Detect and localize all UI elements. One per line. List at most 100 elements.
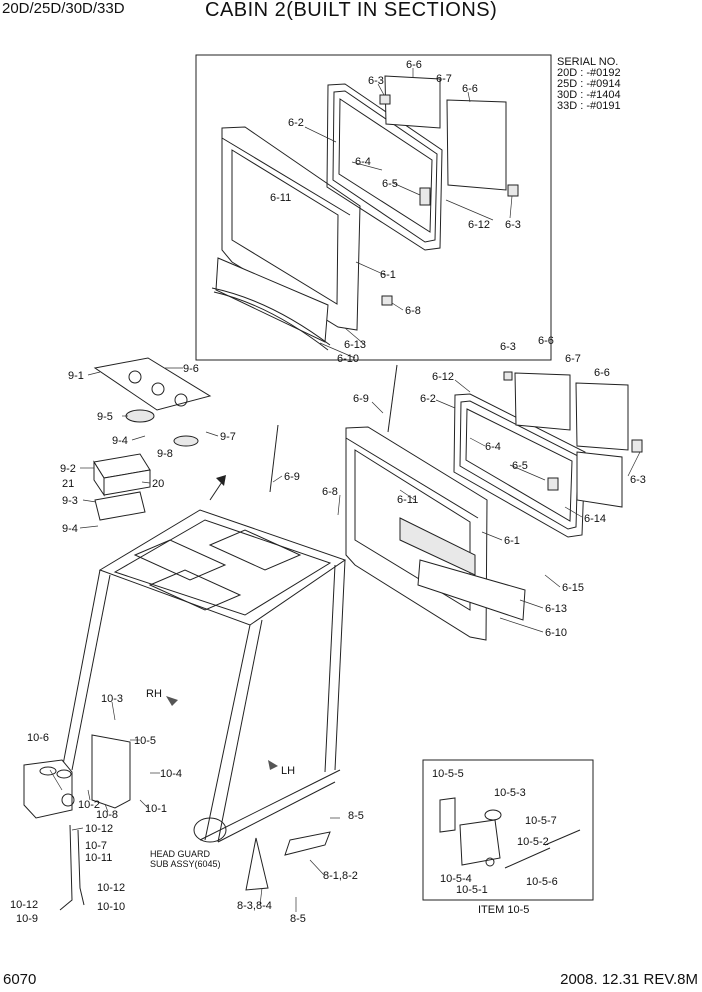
direction-lh: LH [281,765,295,777]
callout-10-7: 10-7 [85,840,107,852]
callout-6-2: 6-2 [288,117,304,129]
right-glass-panes [503,371,643,508]
serial-heading: SERIAL NO. [557,56,619,68]
serial-line: 33D : -#0191 [557,100,621,112]
direction-rh: RH [146,688,162,700]
callout-10-5-5: 10-5-5 [432,768,464,780]
callout-8-3-8-4: 8-3,8-4 [237,900,272,912]
revision-date: 2008. 12.31 REV.8M [560,971,698,988]
callout-6-3: 6-3 [505,219,521,231]
callout-9-4: 9-4 [112,435,128,447]
item-10-5-parts [439,797,581,869]
speaker-9-5 [125,409,199,447]
callout-8-5: 8-5 [348,810,364,822]
callout-10-5-3: 10-5-3 [494,787,526,799]
callout-10-5-1: 10-5-1 [456,884,488,896]
callout-6-7: 6-7 [565,353,581,365]
bracket-10-5 [91,734,131,809]
callout-6-3: 6-3 [630,474,646,486]
callout-10-12: 10-12 [10,899,38,911]
item-10-5-box [422,759,594,901]
callout-6-12: 6-12 [432,371,454,383]
serial-number-block: SERIAL NO. 20D : -#0192 25D : -#0914 30D… [557,57,621,112]
model-list: 20D/25D/30D/33D [2,0,125,17]
callout-10-8: 10-8 [96,809,118,821]
lh-arrow-icon [268,760,278,770]
callout-6-6: 6-6 [462,83,478,95]
serial-line: 25D : -#0914 [557,78,621,90]
callout-leaders [49,68,641,912]
washer-hose [59,824,73,911]
callout-6-10: 6-10 [545,627,567,639]
callout-10-12: 10-12 [85,823,113,835]
washer-hose-2 [77,829,85,906]
callout-20: 20 [152,478,164,490]
callout-6-13: 6-13 [344,339,366,351]
callout-10-1: 10-1 [145,803,167,815]
callout-8-5: 8-5 [290,913,306,925]
callout-6-3: 6-3 [368,75,384,87]
callout-6-1: 6-1 [380,269,396,281]
callout-9-3: 9-3 [62,495,78,507]
head-guard-label: HEAD GUARD SUB ASSY(6045) [150,849,221,869]
upper-glass-panes [379,75,519,306]
cabin-frame [61,509,347,843]
page-number: 6070 [3,971,37,988]
washer-tank-10-6 [23,759,75,819]
head-guard-line: SUB ASSY(6045) [150,859,221,869]
callout-6-11: 6-11 [397,494,418,506]
callout-6-14: 6-14 [584,513,606,525]
callout-9-1: 9-1 [68,370,84,382]
callout-6-13: 6-13 [545,603,567,615]
callout-6-8: 6-8 [405,305,421,317]
callout-10-11: 10-11 [85,852,112,864]
callout-6-5: 6-5 [512,460,528,472]
callout-10-5: 10-5 [134,735,156,747]
callout-6-6: 6-6 [538,335,554,347]
callout-6-1: 6-1 [504,535,520,547]
install-arrow [209,481,223,501]
callout-6-7: 6-7 [436,73,452,85]
callout-10-5-7: 10-5-7 [525,815,557,827]
callout-6-9: 6-9 [284,471,300,483]
callout-6-10: 6-10 [337,353,359,365]
upper-detail-frame [195,54,552,361]
callout-6-15: 6-15 [562,582,584,594]
callout-6-6: 6-6 [594,367,610,379]
callout-6-8: 6-8 [322,486,338,498]
callout-10-3: 10-3 [101,693,123,705]
module-box-9-2 [93,453,151,521]
callout-21: 21 [62,478,74,490]
callout-9-5: 9-5 [97,411,113,423]
callout-6-5: 6-5 [382,178,398,190]
callout-9-4: 9-4 [62,523,78,535]
callout-10-5-4: 10-5-4 [440,873,472,885]
callout-10-2: 10-2 [78,799,100,811]
callout-6-11: 6-11 [270,192,291,204]
right-window-seal [453,393,586,538]
callout-6-4: 6-4 [355,156,371,168]
roof-bracket-9-1 [93,357,212,411]
callout-9-7: 9-7 [220,431,236,443]
callout-9-2: 9-2 [60,463,76,475]
callout-10-4: 10-4 [160,768,182,780]
callout-9-8: 9-8 [157,448,173,460]
callout-6-2: 6-2 [420,393,436,405]
callout-10-9: 10-9 [16,913,38,925]
right-door-panel [345,426,526,641]
page-title: CABIN 2(BUILT IN SECTIONS) [205,0,498,21]
serial-line: 30D : -#1404 [557,89,621,101]
upper-door-panel [211,126,361,351]
callout-9-6: 9-6 [183,363,199,375]
callout-6-6: 6-6 [406,59,422,71]
callout-6-4: 6-4 [485,441,501,453]
callout-10-6: 10-6 [27,732,49,744]
callout-6-12: 6-12 [468,219,490,231]
antenna-6-9 [269,424,279,493]
arrow-head [216,475,226,486]
callout-10-5-6: 10-5-6 [526,876,558,888]
callout-10-5-2: 10-5-2 [517,836,549,848]
serial-line: 20D : -#0192 [557,67,621,79]
antenna-6-9-right [387,364,398,433]
